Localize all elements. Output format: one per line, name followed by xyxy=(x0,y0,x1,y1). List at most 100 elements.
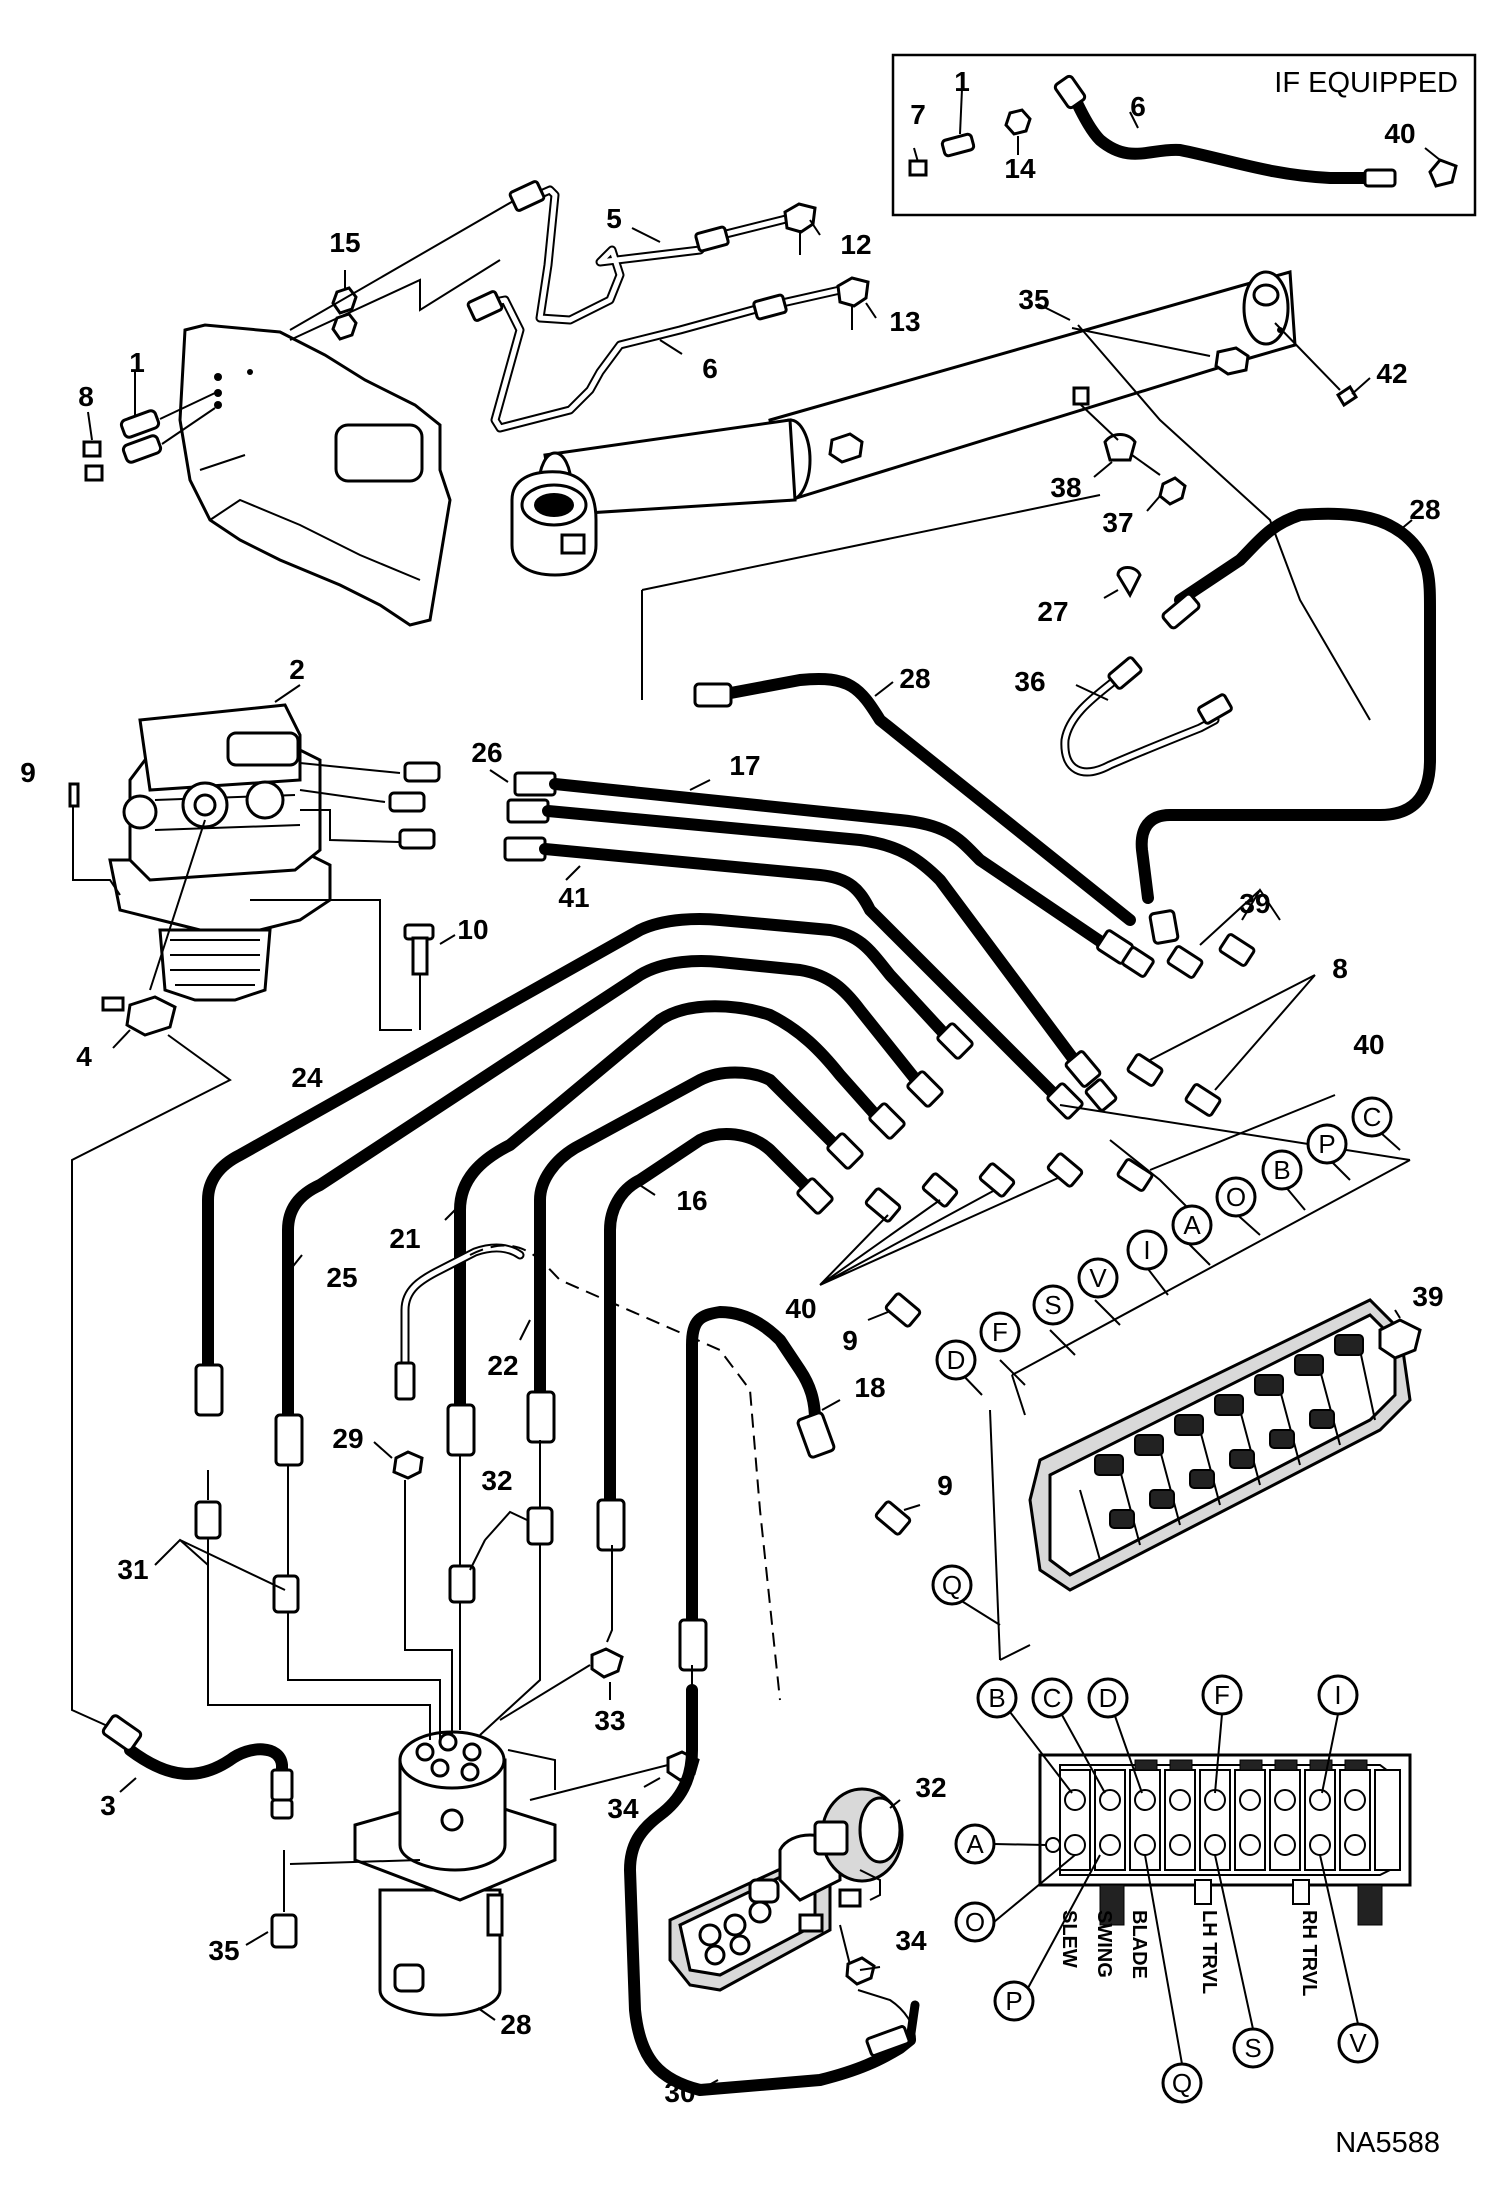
valve-port-Q: Q xyxy=(1172,2068,1192,2098)
section-label-slew: SLEW xyxy=(1058,1910,1080,1968)
hose-16 xyxy=(549,778,1116,954)
callout-8: 7 xyxy=(910,99,926,130)
callout-41: 41 xyxy=(558,882,589,913)
callout-36: 40 xyxy=(1384,118,1415,149)
adapters-40 xyxy=(819,1152,1084,1536)
callout-5: 5 xyxy=(606,203,622,234)
hose-24 xyxy=(714,673,1136,926)
callout-8: 8 xyxy=(78,381,94,412)
adapters-21 xyxy=(388,761,557,862)
hose-41 xyxy=(539,843,1066,1106)
callout-29: 30 xyxy=(664,2077,695,2108)
hose-3 xyxy=(101,1714,294,1820)
tube-33 xyxy=(1060,656,1233,777)
tubelines-5-6 xyxy=(466,180,877,433)
fittings-27-28 xyxy=(154,1440,700,1949)
port-label-A: A xyxy=(1183,1210,1201,1240)
port-circles-lower: D F S V I xyxy=(935,1229,1168,1381)
callout-9: 8 xyxy=(1332,953,1348,984)
valve-port-P: P xyxy=(1005,1986,1022,2016)
valve-port-F: F xyxy=(1214,1680,1230,1710)
valve-port-V: V xyxy=(1349,2028,1367,2058)
port-label-B: B xyxy=(1273,1155,1290,1185)
hose-19 xyxy=(202,913,956,1376)
callout-28: 33 xyxy=(594,1705,625,1736)
callout-1: 1 xyxy=(129,347,145,378)
callout-26: 29 xyxy=(332,1423,363,1454)
pilot-valve-30 xyxy=(668,1787,904,1992)
callout-42: 42 xyxy=(1376,358,1407,389)
hose-17 xyxy=(454,1000,886,1418)
callout-2: 2 xyxy=(289,654,305,685)
inset-hose-7 xyxy=(1066,86,1376,184)
inset-fitting-8 xyxy=(908,159,928,177)
callout-31: 34 xyxy=(895,1925,927,1956)
callout-34: 37 xyxy=(1102,507,1133,538)
callout-12: 12 xyxy=(840,229,871,260)
swivel-joint-25 xyxy=(289,1730,557,2021)
callout-9: 9 xyxy=(937,1470,953,1501)
callout-38: 39 xyxy=(1239,888,1270,919)
diagram-id: NA5588 xyxy=(1335,2127,1440,2159)
callout-6: 6 xyxy=(702,353,718,384)
section-label-rh-trvl: RH TRVL xyxy=(1298,1910,1320,1996)
callout-7: 6 xyxy=(1130,91,1146,122)
callout-28: 35 xyxy=(208,1935,239,1966)
valve-port-S: S xyxy=(1244,2033,1261,2063)
callout-13: 14 xyxy=(1004,153,1036,184)
port-label-Q: Q xyxy=(942,1570,962,1600)
port-label-I: I xyxy=(1143,1235,1150,1265)
callout-22: 27 xyxy=(1037,596,1068,627)
valve-port-A: A xyxy=(966,1829,984,1859)
callout-35: 38 xyxy=(1050,472,1081,503)
hose-29 xyxy=(624,1684,920,2096)
valve-bottom-port-circles: P Q S V xyxy=(993,1854,1379,2104)
slew-motor-2 xyxy=(68,684,456,1031)
bracket-fittings xyxy=(82,199,516,482)
callout-37: 39 xyxy=(1412,1281,1443,1312)
boom-bracket xyxy=(178,323,452,627)
callout-39: 40 xyxy=(1353,1029,1384,1060)
callout-13: 15 xyxy=(329,227,360,258)
inset-nut-13 xyxy=(1004,108,1032,136)
hose-14 xyxy=(604,1128,816,1511)
valve-port-C: C xyxy=(1043,1683,1062,1713)
callout-14: 16 xyxy=(676,1185,707,1216)
fitting-4 xyxy=(71,819,232,1729)
callout-32: 35 xyxy=(1018,284,1049,315)
inset-fitting-36 xyxy=(1428,158,1458,188)
callout-9: 9 xyxy=(842,1325,858,1356)
callout-27: 32 xyxy=(481,1465,512,1496)
callout-4: 4 xyxy=(76,1041,92,1072)
callout-1: 1 xyxy=(954,66,970,97)
fitting-35 xyxy=(1072,386,1187,506)
callout-11: 10 xyxy=(457,914,488,945)
hose-15 xyxy=(686,1306,821,1631)
hose-20 xyxy=(282,955,926,1426)
fitting-26 xyxy=(392,1450,424,1480)
callout-12: 13 xyxy=(889,306,920,337)
callout-19: 24 xyxy=(291,1062,323,1093)
if-equipped-note: IF EQUIPPED xyxy=(1274,67,1458,99)
callout-20: 25 xyxy=(326,1262,357,1293)
callout-21: 26 xyxy=(471,737,502,768)
section-label-blade: BLADE xyxy=(1128,1910,1150,1979)
hose-unlabeled xyxy=(542,805,1086,1074)
callout-30: 32 xyxy=(915,1772,946,1803)
callout-27: 31 xyxy=(117,1554,148,1585)
callout-24: 28 xyxy=(899,663,930,694)
callout-25: 28 xyxy=(500,2009,531,2040)
valve-section-labels: SLEW SWING BLADE LH TRVL RH TRVL xyxy=(1058,1910,1320,1996)
port-label-F: F xyxy=(992,1317,1008,1347)
hydraulic-cylinder-32 xyxy=(510,270,1371,721)
callout-40: 40 xyxy=(785,1293,816,1324)
port-circles-upper: A O B P C xyxy=(1171,1096,1393,1246)
valve-port-D: D xyxy=(1099,1683,1118,1713)
callout-17: 21 xyxy=(389,1223,420,1254)
adapters-38-9-upper xyxy=(1116,888,1336,1192)
valve-port-O: O xyxy=(965,1907,985,1937)
callout-10: 9 xyxy=(20,757,36,788)
callout-28: 34 xyxy=(607,1793,639,1824)
if-equipped-inset: IF EQUIPPED 7 1 14 6 40 xyxy=(891,53,1477,217)
port-label-P: P xyxy=(1318,1129,1335,1159)
